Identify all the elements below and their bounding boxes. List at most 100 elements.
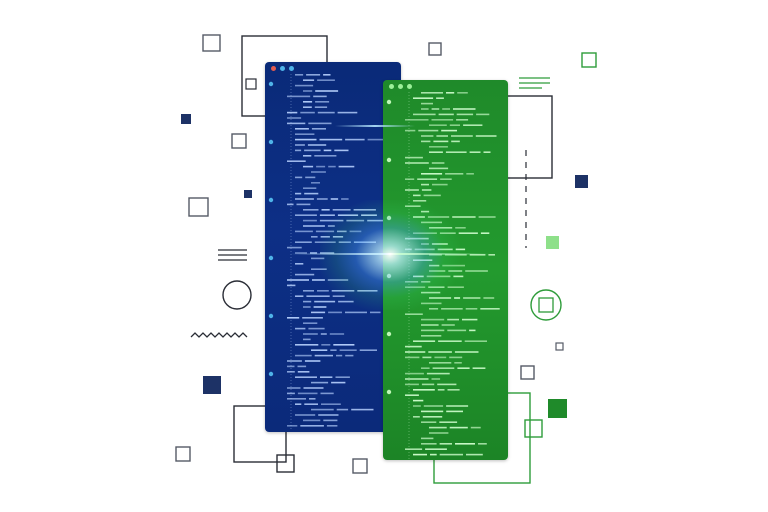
code-token [336,354,343,357]
code-token [311,257,325,260]
code-token [330,349,337,351]
code-lines-blue [268,74,387,431]
square-outline-icon [524,419,543,438]
code-token [295,74,304,76]
code-token [326,425,338,427]
code-token [458,232,478,234]
code-token [311,408,334,411]
code-token [295,214,317,216]
gutter-marker-icon [268,139,274,145]
code-token [455,227,466,229]
code-token [421,302,442,305]
code-token [436,97,444,99]
code-token [429,151,443,153]
code-token [431,243,448,245]
code-token [304,360,321,362]
code-token [449,356,463,359]
code-token [438,113,454,116]
square-outline-icon [428,42,442,56]
code-lines-green [386,92,500,460]
lines-icon [218,249,247,261]
code-token [287,279,309,281]
code-token [457,367,470,369]
code-token [432,367,455,369]
code-token [297,371,310,373]
code-token [303,187,317,189]
code-token [421,108,429,110]
light-flare [335,125,415,127]
code-token [320,376,333,378]
circle-outline-icon [222,280,252,310]
code-token [421,140,431,143]
code-token [423,194,441,197]
code-token [405,372,424,375]
code-token [429,297,452,299]
code-token [295,354,312,357]
code-token [335,376,350,378]
filled-square-icon [181,114,191,124]
code-token [425,448,447,450]
code-token [421,291,441,294]
code-token [437,248,453,251]
code-token [311,182,320,184]
code-token [353,241,376,243]
code-token [357,290,378,292]
code-token [297,392,318,395]
code-token [303,155,312,157]
code-token [330,198,339,200]
code-token [421,221,442,224]
code-token [315,230,335,233]
frame-outline [245,78,257,90]
code-token [300,111,315,114]
code-token [341,198,349,200]
code-token [488,254,495,256]
code-token [405,286,426,288]
gutter-marker-icon [268,81,274,87]
code-token [337,230,347,233]
code-token [421,102,433,105]
code-token [345,311,367,314]
code-token [320,392,334,395]
code-token [469,151,481,153]
code-token [413,113,436,116]
code-token [462,318,478,321]
code-token [314,241,336,243]
filled-square-icon [548,399,567,418]
code-token [303,209,319,211]
code-token [303,106,312,108]
code-token [346,219,365,222]
code-token [456,119,469,121]
code-token [315,101,330,103]
code-token [308,122,332,125]
code-token [421,183,429,186]
code-token [311,311,326,314]
code-token [367,138,384,141]
code-token [345,354,354,357]
code-token [437,383,457,386]
code-token [452,216,476,218]
code-token [480,308,500,310]
code-token [405,119,429,121]
code-token [287,371,295,373]
code-token [429,227,453,229]
code-token [311,171,326,173]
code-token [413,399,424,402]
code-token [295,263,304,265]
code-token [426,372,450,375]
code-token [447,286,464,288]
code-token [287,246,302,249]
code-token [446,405,469,407]
code-token [308,327,325,330]
code-token [287,425,298,427]
code-token [336,408,349,411]
code-token [287,365,295,368]
gutter-marker-icon [386,389,392,395]
code-token [417,178,438,180]
code-token [449,426,468,429]
square-outline-icon [581,52,597,68]
code-token [338,300,354,303]
filled-square-icon [203,376,221,394]
code-token [405,378,429,380]
code-token [428,351,452,353]
code-token [313,306,327,308]
